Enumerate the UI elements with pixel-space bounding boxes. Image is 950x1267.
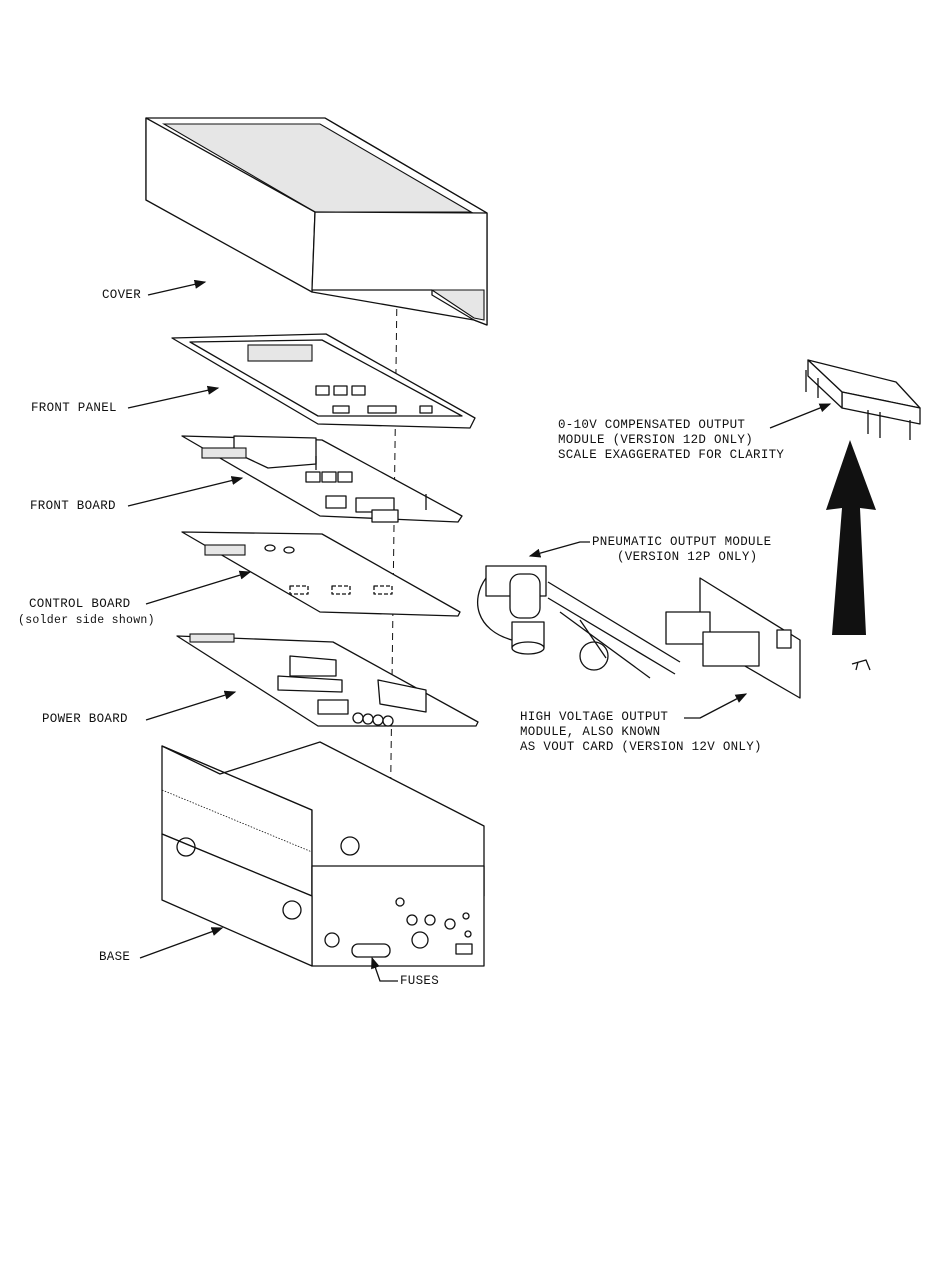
- compensated-leader: [770, 404, 830, 428]
- fuses-label: FUSES: [400, 974, 439, 989]
- front-board-label: FRONT BOARD: [30, 499, 116, 514]
- clip-part: [852, 660, 870, 670]
- front-panel-part: [172, 334, 475, 428]
- install-direction-arrow: [826, 440, 876, 635]
- pneumatic-label-line-2: (VERSION 12P ONLY): [617, 550, 757, 565]
- base-leader: [140, 928, 222, 958]
- base-label: BASE: [99, 950, 130, 965]
- front-panel-leader: [128, 388, 218, 408]
- hv-label-line-2: MODULE, ALSO KNOWN: [520, 725, 660, 740]
- compensated-module-part: [806, 360, 920, 440]
- power-board-part: [177, 634, 478, 726]
- pneumatic-leader: [530, 542, 590, 556]
- compensated-label-line-2: MODULE (VERSION 12D ONLY): [558, 433, 753, 448]
- front-board-part: [182, 436, 462, 522]
- power-board-label: POWER BOARD: [42, 712, 128, 727]
- hv-leader: [684, 694, 746, 718]
- front-panel-label: FRONT PANEL: [31, 401, 117, 416]
- control-board-part: [182, 532, 460, 616]
- hv-label-line-3: AS VOUT CARD (VERSION 12V ONLY): [520, 740, 762, 755]
- control-board-leader: [146, 572, 250, 604]
- pneumatic-module-part: [478, 566, 680, 678]
- control-board-note: (solder side shown): [18, 613, 155, 628]
- compensated-label-line-3: SCALE EXAGGERATED FOR CLARITY: [558, 448, 784, 463]
- front-board-leader: [128, 478, 242, 506]
- hv-module-part: [666, 578, 800, 698]
- control-board-label: CONTROL BOARD: [29, 597, 130, 612]
- cover-label: COVER: [102, 288, 141, 303]
- pneumatic-label-line-1: PNEUMATIC OUTPUT MODULE: [592, 535, 771, 550]
- hv-label-line-1: HIGH VOLTAGE OUTPUT: [520, 710, 668, 725]
- cover-leader: [148, 282, 205, 295]
- cover-part: [146, 118, 487, 325]
- compensated-label-line-1: 0-10V COMPENSATED OUTPUT: [558, 418, 745, 433]
- power-board-leader: [146, 692, 235, 720]
